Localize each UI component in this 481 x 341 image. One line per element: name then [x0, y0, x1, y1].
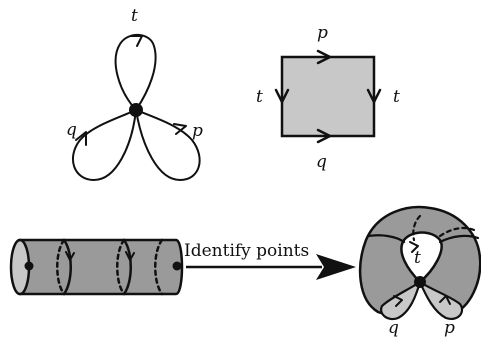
bouquet-arrow-right — [173, 123, 187, 135]
bouquet-label-left: q — [66, 120, 77, 140]
cylinder-point-left — [24, 261, 34, 271]
square-label-left: t — [256, 87, 263, 107]
bouquet-arrow-left — [75, 131, 87, 146]
bouquet-loop-right — [135, 109, 201, 181]
bouquet-loop-top — [114, 33, 157, 111]
square-label-right: t — [393, 87, 400, 107]
square-arrow-bottom — [316, 128, 332, 144]
torus-hole — [400, 231, 443, 284]
square-identification — [274, 49, 382, 144]
square-face — [280, 55, 376, 138]
square-label-bottom: q — [316, 152, 327, 172]
bouquet-of-circles — [71, 33, 201, 181]
cylinder-arrow-2 — [125, 251, 135, 261]
torus-label-bottom-right: p — [444, 318, 455, 338]
torus-section-left — [366, 234, 406, 244]
cylinder-arrow-1 — [65, 251, 75, 261]
torus-label-center: t — [414, 248, 421, 268]
torus-arrow-right — [439, 295, 451, 305]
bouquet-arrow-top — [130, 35, 143, 47]
cylinder-section-3-back — [154, 238, 164, 296]
bouquet-loop-left — [71, 109, 137, 181]
pinched-torus — [358, 205, 481, 321]
identify-arrow-head — [316, 254, 356, 280]
torus-section-top — [412, 214, 422, 242]
cylinder — [9, 238, 184, 296]
torus-section-right-front — [438, 234, 480, 244]
torus-arrow-top — [409, 241, 419, 253]
bouquet-label-right: p — [192, 121, 203, 141]
square-label-top: p — [317, 23, 328, 43]
cylinder-body — [11, 238, 184, 296]
torus-label-bottom-left: q — [388, 318, 399, 338]
cylinder-section-1-back — [56, 238, 66, 296]
square-arrow-top — [316, 49, 332, 65]
identify-arrow-label: Identify points — [184, 241, 309, 261]
square-arrow-right — [366, 88, 382, 104]
cylinder-section-2-front — [122, 238, 132, 296]
bouquet-vertex — [129, 103, 143, 117]
identify-arrow — [186, 254, 356, 280]
torus-arrow-left — [393, 295, 403, 307]
cylinder-section-2-back — [116, 238, 126, 296]
cylinder-section-1-front — [62, 238, 72, 296]
torus-section-right-back — [438, 226, 476, 238]
torus-pinch-point — [414, 276, 426, 288]
cylinder-point-right — [172, 261, 182, 271]
bouquet-label-top: t — [131, 6, 138, 26]
square-arrow-left — [274, 88, 290, 104]
